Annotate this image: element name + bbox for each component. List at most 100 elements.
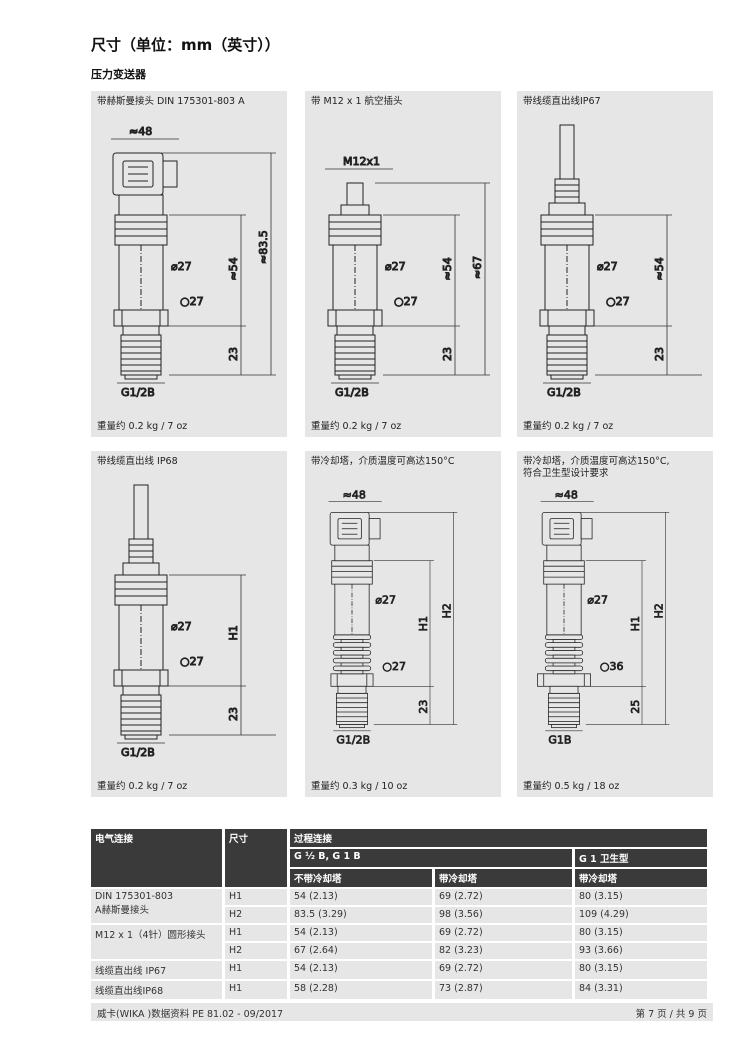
header-process: 过程连接	[290, 829, 707, 847]
dimension-label: ≈54	[441, 257, 454, 280]
header-g1-sanitary: G 1 卫生型	[575, 849, 707, 867]
cell-a: 58 (2.28)	[290, 981, 432, 999]
panel-weight: 重量约 0.2 kg / 7 oz	[523, 421, 614, 432]
panel-weight: 重量约 0.5 kg / 18 oz	[523, 781, 620, 792]
cell-a: 67 (2.64)	[290, 943, 432, 959]
dimension-label: ○27	[180, 655, 204, 668]
section-title: 压力变送器	[91, 68, 146, 81]
dimension-label: M12x1	[343, 155, 380, 168]
cell-b: 82 (3.23)	[435, 943, 572, 959]
dimension-label: G1/2B	[547, 386, 581, 399]
footer: 威卡(WIKA )数据资料 PE 81.02 - 09/2017 第 7 页 /…	[91, 1003, 713, 1021]
cell-c: 80 (3.15)	[575, 961, 707, 979]
dimension-label: H2	[440, 603, 453, 618]
cell-a: 54 (2.13)	[290, 961, 432, 979]
cell-a: 54 (2.13)	[290, 889, 432, 905]
header-cooling-sanitary: 带冷却塔	[575, 869, 707, 887]
cell-b: 69 (2.72)	[435, 889, 572, 905]
dimension-label: ⌀27	[587, 594, 608, 607]
header-g12: G ½ B, G 1 B	[290, 849, 572, 867]
dimension-label: G1B	[548, 733, 571, 746]
panel-caption: 带线缆直出线 IP68	[97, 456, 178, 467]
dimension-label: ⌀27	[171, 620, 192, 633]
cell-dim: H2	[225, 943, 287, 959]
cell-connection: 线缆直出线 IP67	[91, 961, 222, 979]
dimension-label: ⌀27	[597, 260, 618, 273]
dimension-label: ≈83.5	[257, 230, 270, 264]
footer-page: 第 7 页 / 共 9 页	[635, 1009, 707, 1020]
dimension-label: ≈54	[227, 257, 240, 280]
dimension-label: G1/2B	[335, 386, 369, 399]
dimension-label: G1/2B	[336, 733, 370, 746]
dimension-label: ≈67	[471, 256, 484, 279]
header-dimension: 尺寸	[225, 829, 287, 887]
dimension-label: ≈54	[653, 257, 666, 280]
cell-dim: H1	[225, 961, 287, 979]
panel-weight: 重量约 0.2 kg / 7 oz	[97, 781, 188, 792]
dimension-label: ⌀27	[171, 260, 192, 273]
panel-weight: 重量约 0.3 kg / 10 oz	[311, 781, 408, 792]
dimension-label: ○27	[606, 295, 630, 308]
dimension-label: ○36	[600, 660, 624, 673]
cell-b: 73 (2.87)	[435, 981, 572, 999]
dimension-table: 电气连接 尺寸 过程连接 G ½ B, G 1 B G 1 卫生型 不带冷却塔 …	[88, 827, 710, 1001]
cell-dim: H1	[225, 889, 287, 905]
cell-c: 84 (3.31)	[575, 981, 707, 999]
panel-caption: 带 M12 x 1 航空插头	[311, 96, 403, 107]
cell-dim: H1	[225, 925, 287, 941]
dimension-label: H2	[652, 603, 665, 618]
dimension-label: 25	[629, 700, 642, 714]
cell-b: 69 (2.72)	[435, 925, 572, 941]
panel-weight: 重量约 0.2 kg / 7 oz	[97, 421, 188, 432]
dimension-label: ≈48	[555, 488, 578, 501]
cell-a: 83.5 (3.29)	[290, 907, 432, 923]
cell-connection: DIN 175301-803 A赫斯曼接头	[91, 889, 222, 923]
dimension-label: ≈48	[343, 488, 366, 501]
dimension-label: ≈48	[129, 125, 152, 138]
dimension-label: 23	[417, 700, 430, 714]
footer-doc-ref: 威卡(WIKA )数据资料 PE 81.02 - 09/2017	[97, 1009, 284, 1020]
cell-c: 109 (4.29)	[575, 907, 707, 923]
dimension-label: H1	[417, 616, 430, 631]
cell-connection: M12 x 1（4针）圆形接头	[91, 925, 222, 959]
dimension-label: ○27	[180, 295, 204, 308]
cell-connection: 线缆直出线IP68	[91, 981, 222, 999]
dimension-label: ○27	[394, 295, 418, 308]
cell-b: 98 (3.56)	[435, 907, 572, 923]
cell-b: 69 (2.72)	[435, 961, 572, 979]
panel-caption: 带冷却塔，介质温度可高达150°C	[311, 456, 455, 467]
cell-dim: H2	[225, 907, 287, 923]
cell-c: 80 (3.15)	[575, 889, 707, 905]
header-cooling: 带冷却塔	[435, 869, 572, 887]
dimension-label: H1	[629, 616, 642, 631]
dimension-label: 23	[227, 707, 240, 721]
dimension-label: 23	[227, 347, 240, 361]
dimension-label: G1/2B	[121, 386, 155, 399]
dimension-label: ⌀27	[375, 594, 396, 607]
dimension-label: H1	[227, 625, 240, 640]
panel-caption: 带冷却塔，介质温度可高达150°C, 符合卫生型设计要求	[523, 456, 670, 479]
header-no-cooling: 不带冷却塔	[290, 869, 432, 887]
cell-c: 80 (3.15)	[575, 925, 707, 941]
dimension-label: ⌀27	[385, 260, 406, 273]
cell-dim: H1	[225, 981, 287, 999]
cell-c: 93 (3.66)	[575, 943, 707, 959]
cell-a: 54 (2.13)	[290, 925, 432, 941]
dimension-label: G1/2B	[121, 746, 155, 759]
